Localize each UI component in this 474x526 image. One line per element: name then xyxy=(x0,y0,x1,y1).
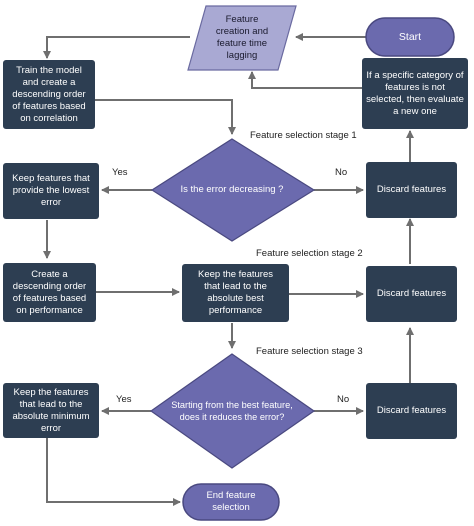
feature-creation-shape xyxy=(187,5,297,71)
discard-2-shape xyxy=(366,266,457,322)
stage-1-label: Feature selection stage 1 xyxy=(250,130,357,141)
end-terminal-shape xyxy=(182,483,280,521)
stage-2-label: Feature selection stage 2 xyxy=(256,248,363,259)
connector-train-to-decision-1 xyxy=(95,99,236,135)
connector-feature-creation-to-train xyxy=(43,36,190,59)
decision-3-shape xyxy=(149,353,316,469)
train-model-shape xyxy=(3,60,95,129)
stage-3-label: Feature selection stage 3 xyxy=(256,346,363,357)
no-label-1: No xyxy=(335,167,348,178)
decision-1-shape xyxy=(150,138,316,242)
connector-note-to-feature-creation xyxy=(248,71,362,89)
discard-3-shape xyxy=(366,383,457,439)
keep-lowest-shape xyxy=(3,163,99,219)
create-order-shape xyxy=(3,263,96,322)
yes-label-3: Yes xyxy=(116,394,132,405)
discard-1-shape xyxy=(366,162,457,218)
no-label-3: No xyxy=(337,394,350,405)
yes-label-1: Yes xyxy=(112,167,128,178)
connector-keep-minimum-to-end xyxy=(46,438,181,506)
keep-minimum-shape xyxy=(3,383,99,438)
category-note-shape xyxy=(362,58,468,129)
start-terminal-shape xyxy=(365,17,455,57)
keep-best-shape xyxy=(182,264,289,322)
